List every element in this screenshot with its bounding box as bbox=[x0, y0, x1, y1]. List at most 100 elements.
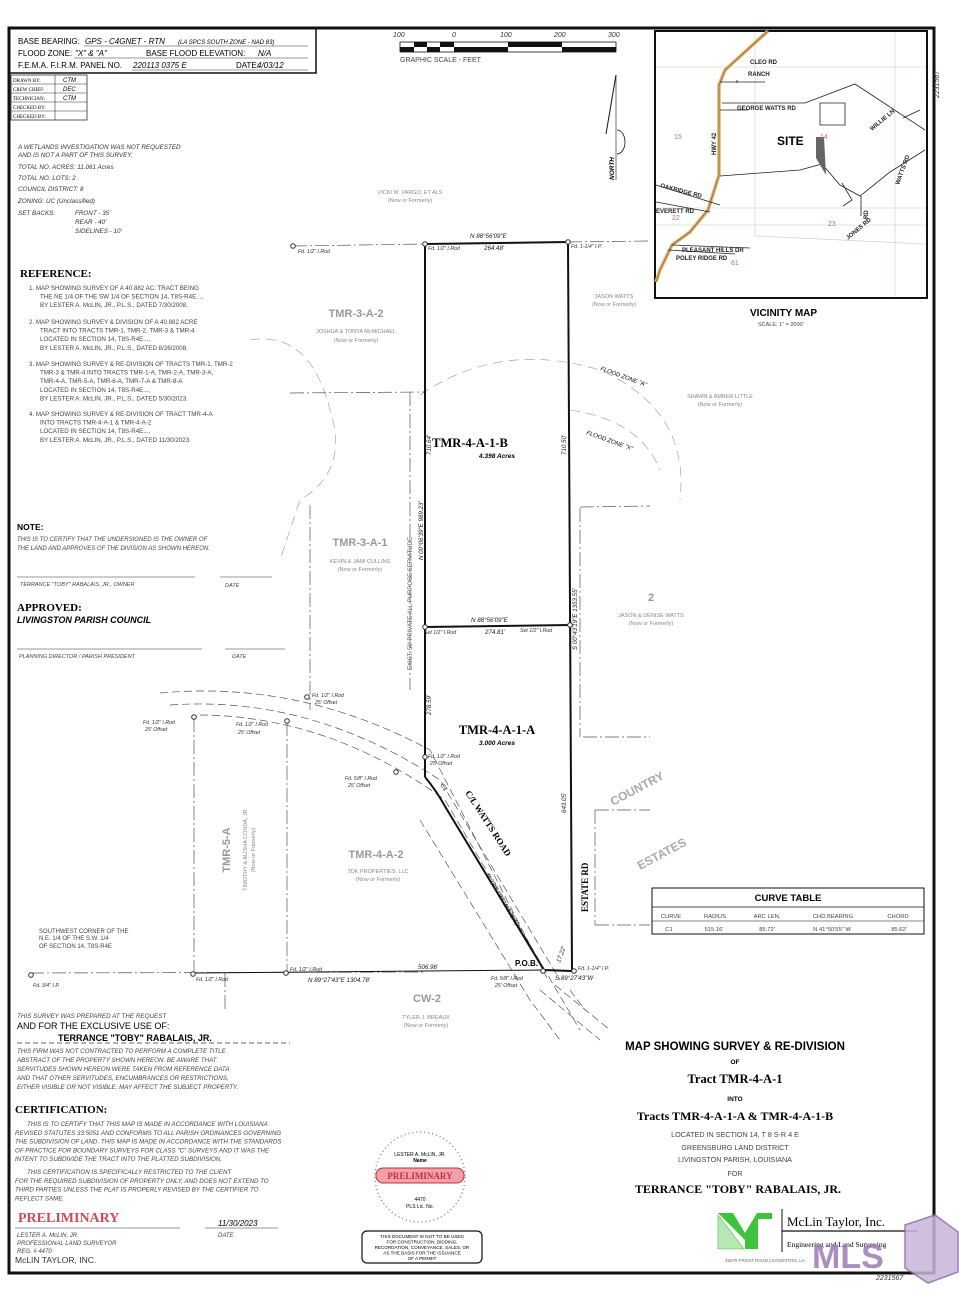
road-label: GEORGE WATTS RD bbox=[737, 106, 797, 112]
warning-line: FOR CONSTRUCTION, BIDDING, bbox=[387, 1240, 458, 1245]
tract-label: 2 bbox=[648, 592, 654, 604]
flood-zone-label: FLOOD ZONE: bbox=[18, 49, 72, 58]
note-line: THE LAND AND APPROVES OF THE DIVISION AS… bbox=[17, 546, 210, 552]
owner-label: JOSHUA & TONYA McMICHAEL bbox=[316, 329, 396, 335]
reference-item: BY LESTER A. McLIN, JR., P.L.S., DATED 7… bbox=[40, 302, 188, 309]
owner-note: (Now or Formerly) bbox=[698, 402, 742, 408]
owner-note: (Now or Formerly) bbox=[404, 1023, 448, 1029]
bearing-label: N 89°27'43"E 1304.78' bbox=[308, 977, 371, 984]
distance-label: 710.50' bbox=[561, 434, 568, 455]
tract-label: TMR-3-A-1 bbox=[333, 537, 388, 549]
council-district: COUNCIL DISTRICT: 8 bbox=[18, 186, 84, 193]
location-line: LOCATED IN SECTION 14, T 8 S-R 4 E bbox=[671, 1130, 799, 1139]
distance-label: 278.59' bbox=[426, 694, 433, 716]
bearing-label: S 89°27'43"W bbox=[555, 975, 594, 982]
table-cell: 85.72' bbox=[759, 927, 775, 933]
exclusive-note: THIS SURVEY WAS PREPARED AT THE REQUEST bbox=[17, 1013, 167, 1020]
distance-label: 710.64' bbox=[426, 434, 433, 455]
document-number: 2231567 bbox=[934, 70, 941, 99]
warning-line: RECORDATION, CONVEYANCE, SALES, OR bbox=[375, 1245, 470, 1250]
column-header: CURVE bbox=[661, 914, 681, 920]
client-name: TERRANCE "TOBY" RABALAIS, JR. bbox=[58, 1033, 212, 1043]
distance-label: 264.48' bbox=[483, 245, 505, 252]
sheet-border bbox=[7, 26, 936, 1275]
certification-line: FOR THE REQUIRED SUBDIVISION OF PROPERTY… bbox=[15, 1178, 269, 1185]
owner-note: (Now or Formerly) bbox=[334, 338, 378, 344]
seal-stamp: PRELIMINARY bbox=[387, 1171, 453, 1181]
date-value: 4/03/12 bbox=[257, 61, 284, 70]
table-cell: 85.62' bbox=[891, 927, 907, 933]
total-acres: TOTAL NO. ACRES: 11.061 Acres bbox=[18, 164, 115, 171]
column-header: RADIUS bbox=[704, 914, 726, 920]
total-lots: TOTAL NO. LOTS: 2 bbox=[18, 175, 76, 182]
bfe-value: N/A bbox=[258, 49, 271, 58]
site-label: SITE bbox=[777, 134, 804, 148]
scale-tick: 300 bbox=[608, 32, 620, 39]
surveyor-seal: LESTER A. McLIN, JR. Name PRELIMINARY 44… bbox=[361, 1131, 483, 1264]
flood-zone-value: "X" & "A" bbox=[75, 49, 108, 58]
title-into: INTO bbox=[727, 1096, 742, 1103]
owner-label: TYLER J. BREAUX bbox=[402, 1015, 450, 1021]
disclaimer-line: ABSTRACT OF THE PROPERTY SHOWN HEREON. B… bbox=[16, 1057, 218, 1064]
reference-item: LOCATED IN SECTION 14, T8S-R4E..., bbox=[40, 428, 150, 435]
curve-table: CURVE TABLE CURVE RADIUS ARC LEN. CHD.BE… bbox=[651, 887, 925, 935]
reference-item: TMR-3 & TMR-4 INTO TRACTS TMR-1-A, TMR-2… bbox=[40, 370, 214, 377]
monument-label: 25' Offset bbox=[144, 727, 168, 733]
scale-tick: 100 bbox=[393, 32, 405, 39]
lot-b-name: TMR-4-A-1-B bbox=[432, 436, 508, 450]
subdivision-label: ESTATES bbox=[635, 835, 689, 873]
section-number: 61 bbox=[731, 260, 739, 267]
owner-label: TDK PROPERTIES, LLC bbox=[347, 869, 408, 875]
date-label: DATE bbox=[218, 1233, 235, 1239]
vicinity-scale: SCALE: 1" = 2000' bbox=[758, 322, 804, 328]
setback-front: FRONT - 35' bbox=[75, 210, 111, 217]
road-label: POLEY RIDGE RD bbox=[676, 256, 728, 262]
monument-label: Fd. 1/2" I.Rod bbox=[298, 249, 331, 255]
monument-label: Fd. 1/2" I.Rod bbox=[428, 246, 461, 252]
reference-item: INTO TRACTS TMR-4-A-1 & TMR-4-A-2 bbox=[40, 420, 152, 427]
owner-note: (Now or Formerly) bbox=[251, 828, 257, 872]
certification-line: REVISED STATUTES 33:5051 AND CONFORMS TO… bbox=[15, 1130, 281, 1137]
tract-label: TMR-5-A bbox=[221, 827, 233, 872]
certification-line: OF PRACTICE FOR BOUNDARY SURVEYS FOR CLA… bbox=[15, 1147, 270, 1154]
bearing-label: N 88°56'09"E bbox=[471, 617, 509, 624]
reference-item: TRACT INTO TRACTS TMR-1, TMR-2, TMR-3 & … bbox=[40, 328, 195, 335]
monument-label: Set 1/2" I.Rod bbox=[520, 628, 553, 634]
location-line: LIVINGSTON PARISH, LOUISIANA bbox=[678, 1155, 792, 1164]
bearing-label: N 88°56'09"E bbox=[470, 233, 508, 240]
company-logo: McLin Taylor, Inc. Engineering and Land … bbox=[717, 1209, 918, 1263]
pob-label: P.O.B. bbox=[515, 959, 538, 968]
title-of: OF bbox=[730, 1059, 739, 1066]
tract-label: TMR-3-A-2 bbox=[329, 308, 384, 320]
reference-item: 3. MAP SHOWING SURVEY & RE-DIVISION OF T… bbox=[29, 361, 233, 368]
approved-council: LIVINGSTON PARISH COUNCIL bbox=[17, 615, 151, 625]
scale-label: GRAPHIC SCALE - FEET bbox=[400, 57, 482, 64]
road-label: RANCH bbox=[748, 72, 770, 78]
setback-sides: SIDELINES - 10' bbox=[75, 228, 122, 235]
curve-table-title: CURVE TABLE bbox=[755, 893, 822, 904]
monument-label: 25' Offset bbox=[237, 730, 261, 736]
monument-label: Fd. 5/8" I.Rod bbox=[491, 976, 524, 982]
approval-signature-line: PLANNING DIRECTOR / PARISH PRESIDENT bbox=[19, 654, 136, 660]
section-number: 15 bbox=[674, 134, 682, 141]
note-title: NOTE: bbox=[17, 522, 44, 532]
reference-item: BY LESTER A. McLIN, JR., P.L.S., DATED 1… bbox=[40, 437, 191, 444]
sw-corner-note: OF SECTION 14, T8S-R4E bbox=[39, 944, 112, 950]
certification-line: REFLECT SAME. bbox=[15, 1195, 64, 1202]
setbacks-label: SET BACKS: bbox=[18, 210, 55, 217]
firm-value: 220113 0375 E bbox=[132, 61, 187, 70]
certification-line: THE SUBDIVISION OF LAND. THIS MAP IS MAD… bbox=[15, 1139, 282, 1146]
reference-item: LOCATED IN SECTION 14, T8S-R4E..., bbox=[40, 387, 150, 394]
reference-item: THE NE 1/4 OF THE SW 1/4 OF SECTION 14, … bbox=[40, 294, 203, 301]
reference-item: 4. MAP SHOWING SURVEY & RE-DIVISION OF T… bbox=[29, 411, 213, 418]
table-cell: 515.16' bbox=[705, 927, 724, 933]
monument-label: 25' Offset bbox=[429, 761, 453, 767]
monument-label: Fd. 1/2" I.Rod bbox=[236, 722, 269, 728]
road-label: CLEO RD bbox=[750, 60, 778, 66]
lot-a-acres: 3.000 Acres bbox=[479, 740, 515, 747]
owner-label: VICKI W. VARGO, ET ALS bbox=[378, 190, 443, 196]
section-number: 23 bbox=[828, 221, 836, 228]
base-bearing-value: GPS - C4GNET - RTN bbox=[85, 37, 165, 46]
document-number: 2231567 bbox=[875, 1275, 904, 1282]
